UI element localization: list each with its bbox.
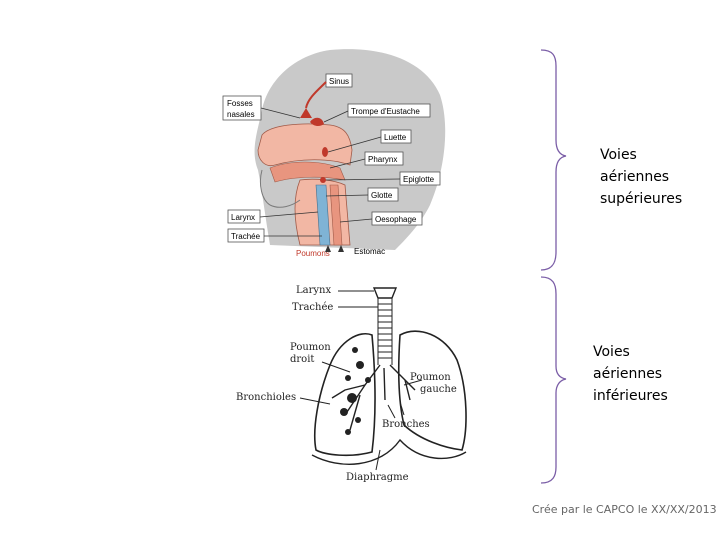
lower-airway-diagram: Larynx Trachée Poumon droit Bronchioles … bbox=[236, 285, 466, 483]
label-poumon-droit-line2: droit bbox=[290, 354, 314, 365]
label-poumon-gauche-line2: gauche bbox=[420, 384, 457, 395]
label-bronchioles: Bronchioles bbox=[236, 392, 296, 403]
label-pharynx: Pharynx bbox=[365, 152, 403, 165]
upper-airway-region bbox=[258, 124, 352, 166]
label-pharynx-text: Pharynx bbox=[368, 155, 397, 164]
label-oesophage-text: Oesophage bbox=[375, 215, 417, 224]
label-fosses-line1: Fosses bbox=[227, 99, 253, 108]
footer-credit: Crée par le CAPCO le XX/XX/2013 bbox=[532, 503, 717, 516]
label-fosses-nasales: Fosses nasales bbox=[223, 96, 261, 120]
label-luette: Luette bbox=[381, 130, 411, 143]
label-luette-text: Luette bbox=[384, 133, 407, 142]
upper-label-line3: supérieures bbox=[600, 188, 682, 210]
label-poumon-droit-line1: Poumon bbox=[290, 342, 331, 353]
luette-organ bbox=[322, 147, 328, 157]
label-diaphragme: Diaphragme bbox=[346, 472, 409, 483]
label-poumon-gauche-line1: Poumon bbox=[410, 372, 451, 383]
lower-label-line3: inférieures bbox=[593, 385, 668, 407]
label-glotte: Glotte bbox=[368, 188, 398, 201]
upper-label-line1: Voies bbox=[600, 144, 682, 166]
label-glotte-text: Glotte bbox=[371, 191, 393, 200]
bracket-lower bbox=[541, 277, 566, 483]
diaphragm-curve bbox=[312, 440, 466, 464]
epiglotte-organ bbox=[320, 177, 326, 183]
label-epiglotte-text: Epiglotte bbox=[403, 175, 435, 184]
label-oesophage: Oesophage bbox=[372, 212, 422, 225]
label-trompe-text: Trompe d'Eustache bbox=[351, 107, 420, 116]
lower-label-line2: aériennes bbox=[593, 363, 668, 385]
upper-airways-label: Voies aériennes supérieures bbox=[600, 144, 682, 210]
label-sinus-text: Sinus bbox=[329, 77, 349, 86]
upper-airway-diagram: Fosses nasales Sinus Trompe d'Eustache L… bbox=[223, 49, 445, 258]
label-poumons-text: Poumons bbox=[296, 249, 330, 258]
label-sinus: Sinus bbox=[326, 74, 352, 87]
label-fosses-line2: nasales bbox=[227, 110, 255, 119]
upper-label-line2: aériennes bbox=[600, 166, 682, 188]
label-trachee-upper: Trachée bbox=[228, 229, 264, 242]
trachea-rings bbox=[378, 298, 392, 365]
label-epiglotte: Epiglotte bbox=[400, 172, 440, 185]
label-bronches: Bronches bbox=[382, 419, 430, 430]
bracket-upper bbox=[541, 50, 566, 270]
label-larynx-upper-text: Larynx bbox=[231, 213, 255, 222]
lower-airways-label: Voies aériennes inférieures bbox=[593, 341, 668, 407]
label-trachee-upper-text: Trachée bbox=[231, 232, 261, 241]
label-larynx-lower: Larynx bbox=[296, 285, 331, 296]
label-trachee-lower: Trachée bbox=[292, 302, 333, 313]
larynx-shape bbox=[374, 288, 396, 298]
label-trompe: Trompe d'Eustache bbox=[348, 104, 430, 117]
label-larynx-upper: Larynx bbox=[228, 210, 260, 223]
lower-label-line1: Voies bbox=[593, 341, 668, 363]
label-estomac-text: Estomac bbox=[354, 247, 385, 256]
